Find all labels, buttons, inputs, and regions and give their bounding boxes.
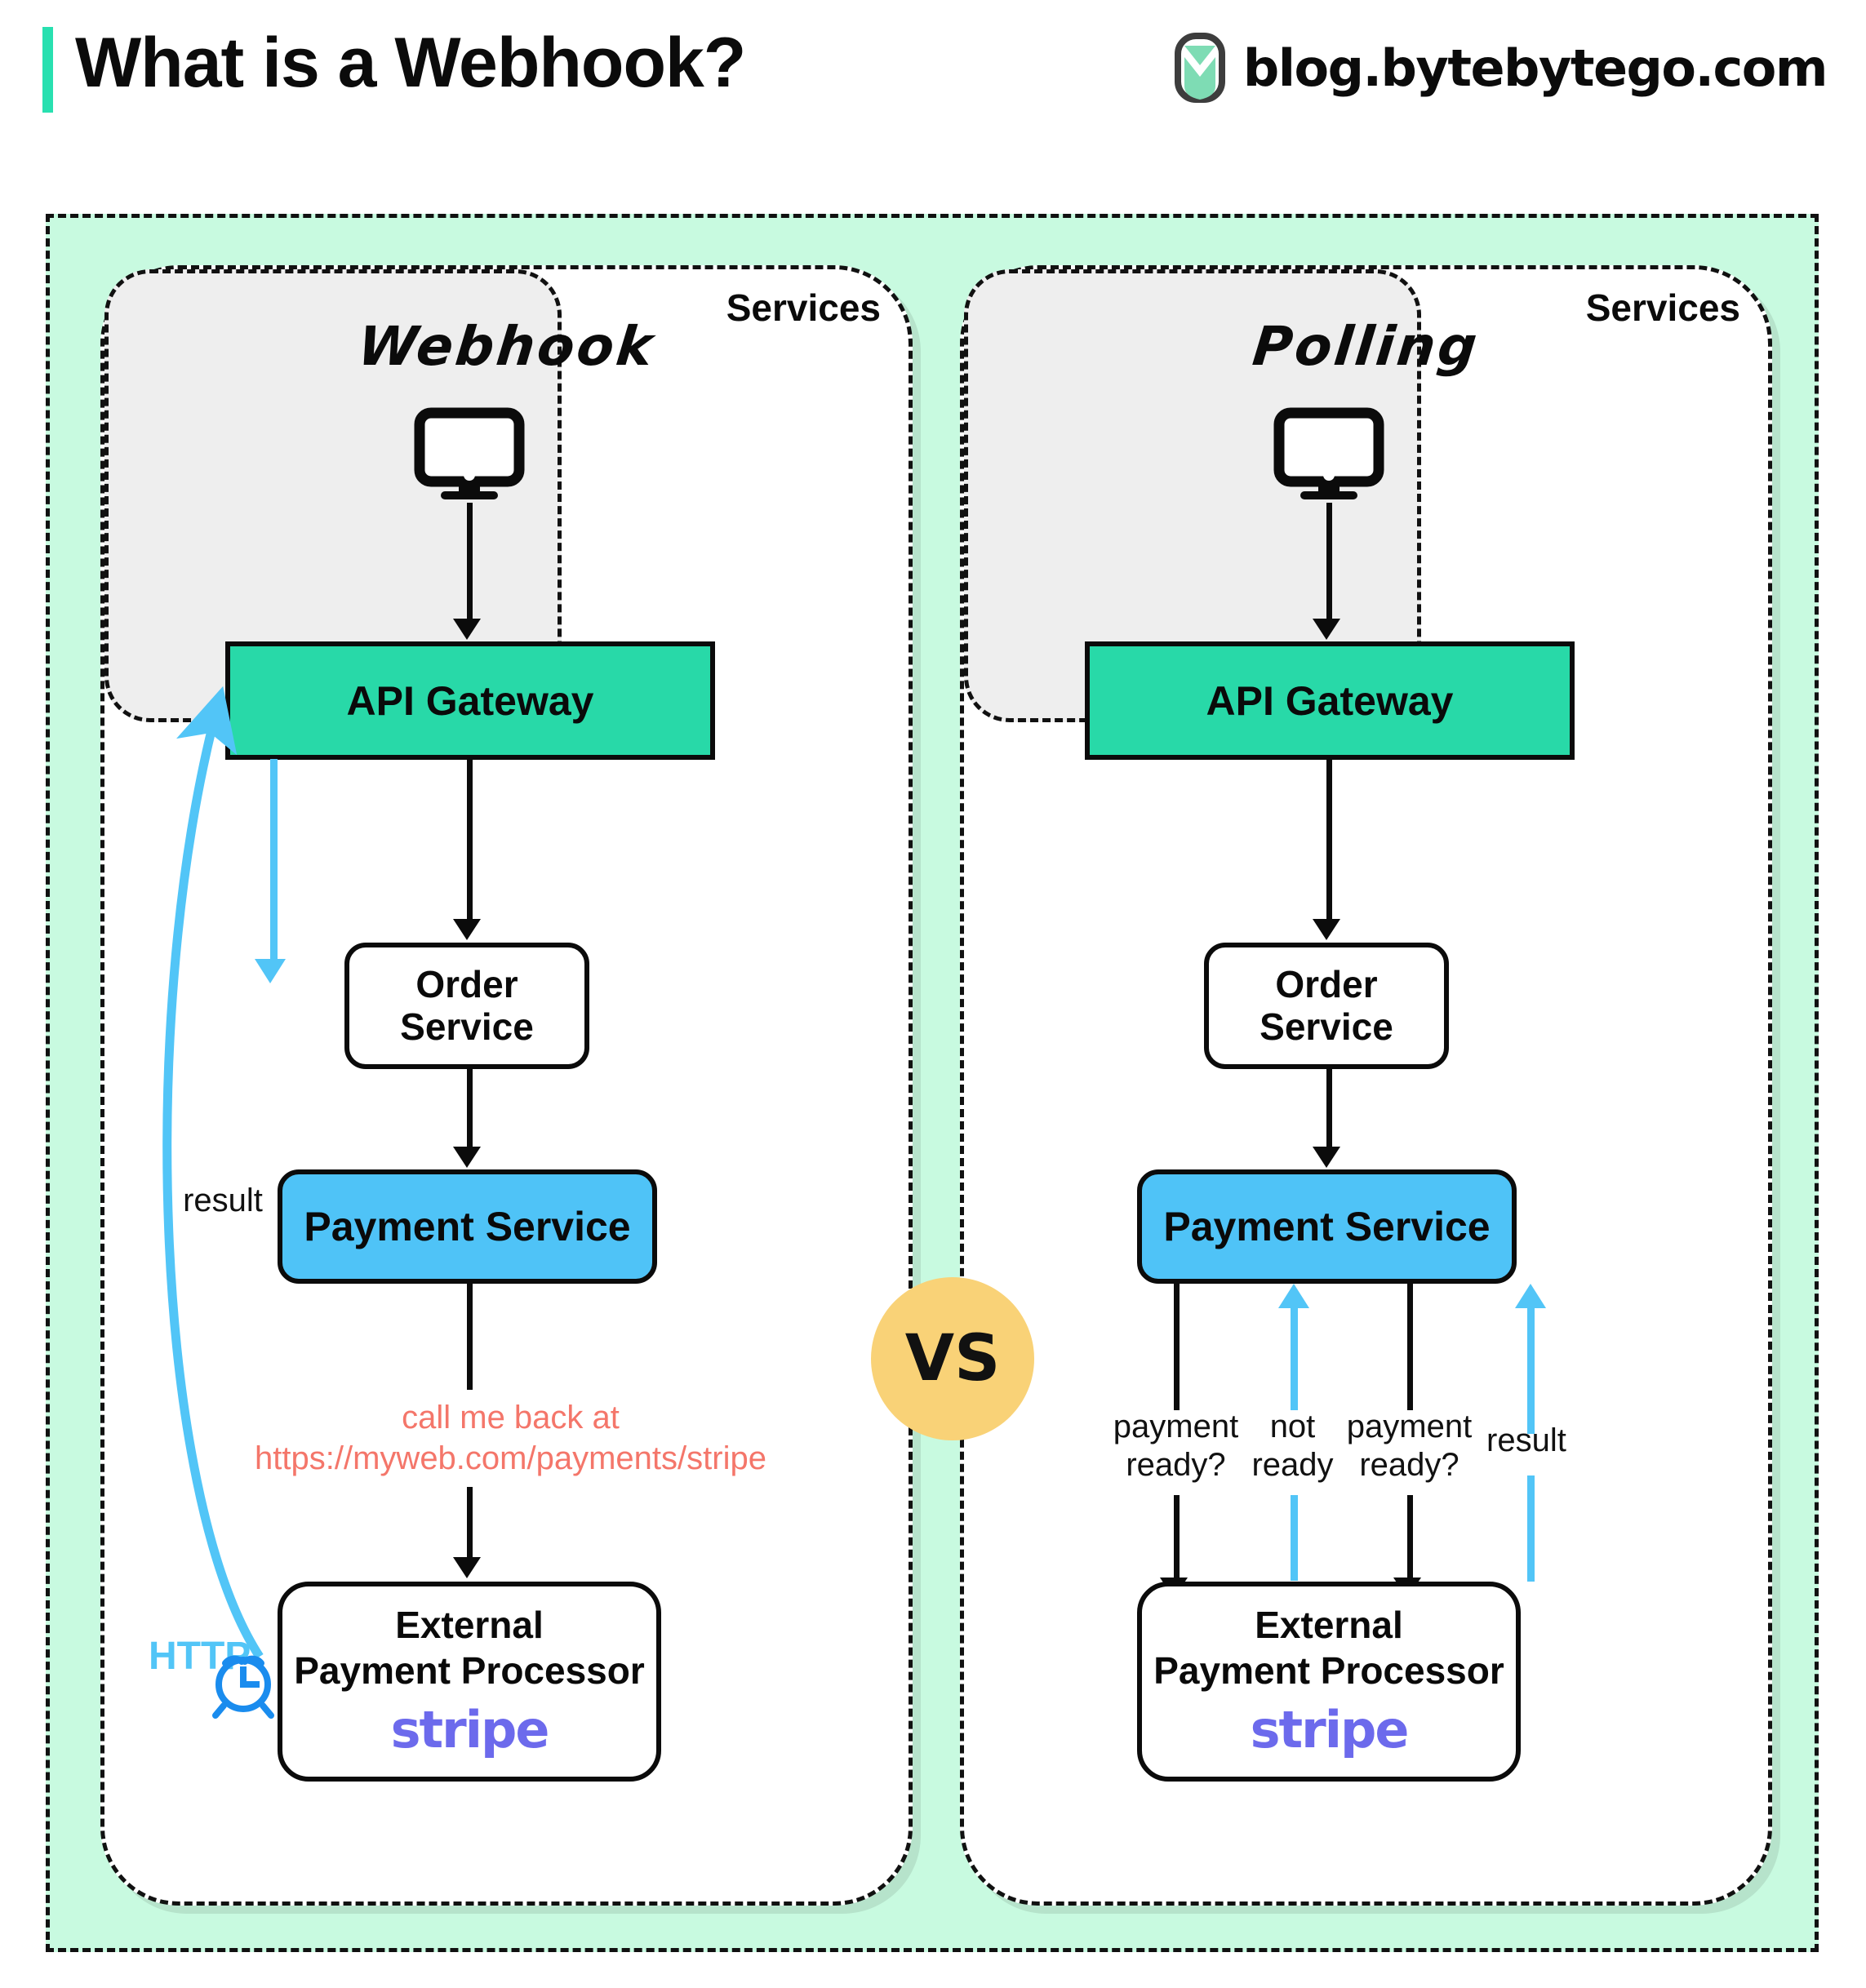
poll-label-1-line1: payment xyxy=(1113,1409,1239,1444)
poll-result-label: result xyxy=(1486,1422,1566,1458)
arrowhead-order-to-payment xyxy=(1313,1147,1340,1168)
callback-label-line2: https://myweb.com/payments/stripe xyxy=(255,1440,766,1476)
page-header: What is a Webhook? blog.bytebytego.com xyxy=(0,0,1866,147)
poll-label-2: not ready xyxy=(1233,1408,1352,1484)
node-external-payment-processor[interactable]: External Payment Processor stripe xyxy=(278,1582,661,1782)
connector-poll-request-1-upper xyxy=(1174,1284,1180,1410)
stripe-logo: stripe xyxy=(1250,1700,1410,1760)
callback-label-line1: call me back at xyxy=(402,1400,620,1436)
brand-text: blog.bytebytego.com xyxy=(1242,38,1828,98)
callback-label: call me back at https://myweb.com/paymen… xyxy=(104,1397,917,1479)
poll-label-2-line2: ready xyxy=(1251,1447,1334,1484)
services-label: Services xyxy=(1585,286,1740,329)
external-processor-line1: External xyxy=(395,1604,544,1647)
panel-polling: Polling API Gateway Services Order xyxy=(960,265,1772,1906)
arrowhead-poll-result xyxy=(1515,1284,1546,1308)
connector-poll-request-1-lower xyxy=(1174,1495,1180,1581)
monitor-icon xyxy=(1273,407,1384,501)
arrowhead-gateway-to-order xyxy=(1313,919,1340,940)
arrowhead-client-to-gateway xyxy=(453,619,481,640)
connector-payment-to-external-upper xyxy=(467,1284,473,1390)
order-service-line2: Service xyxy=(1260,1005,1393,1048)
external-processor-line1: External xyxy=(1255,1604,1403,1647)
connector-gateway-to-order xyxy=(1326,760,1332,923)
arrowhead-gateway-to-order xyxy=(453,919,481,940)
connector-poll-request-2-upper xyxy=(1407,1284,1413,1410)
arrowhead-payment-to-external xyxy=(453,1557,481,1578)
connector-poll-result-lower xyxy=(1527,1475,1535,1582)
alarm-clock-icon xyxy=(204,1640,282,1719)
node-external-payment-processor[interactable]: External Payment Processor stripe xyxy=(1137,1582,1521,1782)
node-order-service[interactable]: Order Service xyxy=(344,943,589,1069)
node-payment-service[interactable]: Payment Service xyxy=(1137,1169,1517,1284)
connector-poll-request-2-lower xyxy=(1407,1495,1413,1581)
poll-label-3-line2: ready? xyxy=(1359,1447,1459,1484)
connector-payment-to-external-lower xyxy=(467,1487,473,1560)
comparison-container: Webhook API Gateway xyxy=(46,214,1819,1952)
connector-poll-response-1-lower xyxy=(1291,1495,1298,1581)
stripe-logo: stripe xyxy=(390,1700,550,1760)
poll-label-2-line1: not xyxy=(1269,1409,1316,1444)
connector-gateway-to-payment-blue xyxy=(270,759,278,967)
connector-poll-response-1-upper xyxy=(1291,1307,1298,1410)
result-label: result xyxy=(183,1183,263,1218)
node-api-gateway[interactable]: API Gateway xyxy=(225,641,715,760)
connector-poll-result-upper xyxy=(1527,1307,1535,1434)
poll-label-3-line1: payment xyxy=(1346,1409,1473,1444)
poll-label-1-line2: ready? xyxy=(1126,1447,1226,1484)
page-title: What is a Webhook? xyxy=(75,24,746,102)
arrowhead-poll-response-1 xyxy=(1278,1284,1309,1308)
connector-order-to-payment xyxy=(467,1069,473,1151)
bytebytego-logo-icon xyxy=(1174,33,1225,103)
arrowhead-gateway-to-payment-blue xyxy=(255,959,286,983)
external-processor-line2: Payment Processor xyxy=(294,1649,645,1692)
poll-label-3: payment ready? xyxy=(1322,1408,1497,1484)
vs-badge: VS xyxy=(871,1277,1034,1440)
monitor-icon xyxy=(414,407,525,501)
external-processor-line2: Payment Processor xyxy=(1153,1649,1504,1692)
connector-gateway-to-order xyxy=(467,760,473,923)
connector-order-to-payment xyxy=(1326,1069,1332,1151)
node-api-gateway[interactable]: API Gateway xyxy=(1085,641,1575,760)
panel-webhook: Webhook API Gateway xyxy=(100,265,913,1906)
connector-client-to-gateway xyxy=(467,503,473,622)
order-service-line1: Order xyxy=(415,962,518,1005)
title-accent-bar xyxy=(42,27,53,113)
connector-client-to-gateway xyxy=(1326,503,1332,622)
poll-label-1: payment ready? xyxy=(1088,1408,1264,1484)
brand: blog.bytebytego.com xyxy=(1174,33,1828,103)
node-order-service[interactable]: Order Service xyxy=(1204,943,1449,1069)
arrowhead-client-to-gateway xyxy=(1313,619,1340,640)
arrowhead-order-to-payment xyxy=(453,1147,481,1168)
order-service-line2: Service xyxy=(400,1005,534,1048)
services-label: Services xyxy=(726,286,881,329)
node-payment-service[interactable]: Payment Service xyxy=(278,1169,657,1284)
order-service-line1: Order xyxy=(1275,962,1378,1005)
